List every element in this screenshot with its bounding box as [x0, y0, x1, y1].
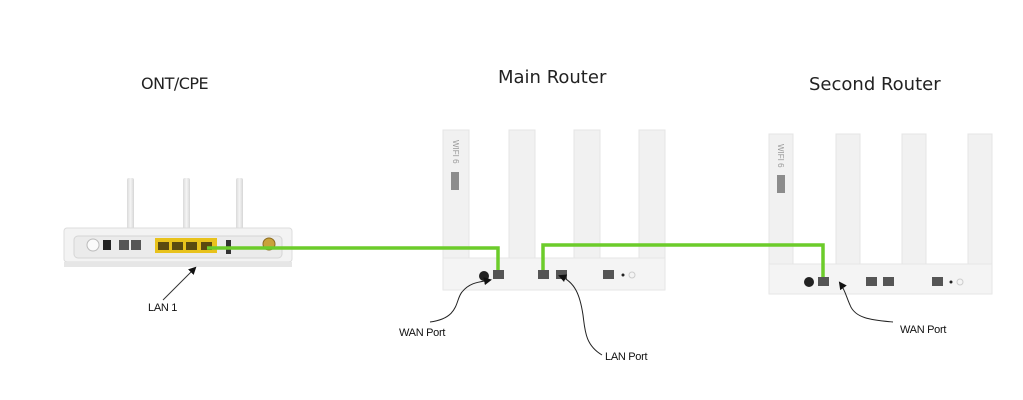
wifi6-logo: [451, 172, 459, 190]
power-port: [103, 240, 111, 250]
reset-button: [949, 280, 953, 284]
lan-port: [883, 277, 894, 286]
cable-ont-to-main-wan: [207, 246, 500, 270]
lan1-arrow: [162, 266, 197, 301]
ont-cpe-title: ONT/CPE: [141, 74, 209, 93]
main-wan-port-label: WAN Port: [399, 327, 446, 339]
wifi-badge-text: WIFI 6: [776, 144, 785, 168]
antenna: [236, 178, 243, 230]
lan1-label: LAN 1: [148, 302, 178, 314]
second-router-title: Second Router: [809, 74, 941, 95]
second-router-device: WIFI 6: [768, 133, 993, 295]
lan-port: [538, 270, 549, 279]
wifi6-logo: [777, 175, 785, 193]
lan-port: [932, 277, 943, 286]
second-wan-port-label: WAN Port: [900, 324, 947, 336]
main-router-title: Main Router: [498, 67, 607, 88]
tel-port: [119, 240, 129, 250]
second-wan-arrow: [838, 281, 894, 323]
power-button: [86, 238, 100, 252]
lan-port: [172, 242, 183, 250]
main-router-device: WIFI 6: [442, 129, 666, 291]
lan-port: [866, 277, 877, 286]
antenna: [183, 178, 190, 230]
lan-port: [603, 270, 614, 279]
wan-port: [493, 270, 504, 279]
ont-cpe-device: [63, 178, 293, 267]
antenna: [127, 178, 134, 230]
lan-port: [186, 242, 197, 250]
lan1-port: [201, 242, 212, 250]
wan-port: [818, 277, 829, 286]
main-lan-arrow: [558, 274, 603, 356]
reset-button: [621, 273, 625, 277]
lan-port: [556, 270, 567, 279]
main-router-body: [442, 257, 666, 291]
main-lan-port-label: LAN Port: [605, 351, 648, 363]
main-wan-arrow: [429, 277, 492, 323]
cable-main-lan-to-second-wan: [541, 243, 825, 277]
wifi-badge-text: WIFI 6: [451, 140, 460, 164]
power-port: [479, 271, 489, 281]
tel-port: [131, 240, 141, 250]
power-port: [804, 277, 814, 287]
lan-port: [158, 242, 169, 250]
